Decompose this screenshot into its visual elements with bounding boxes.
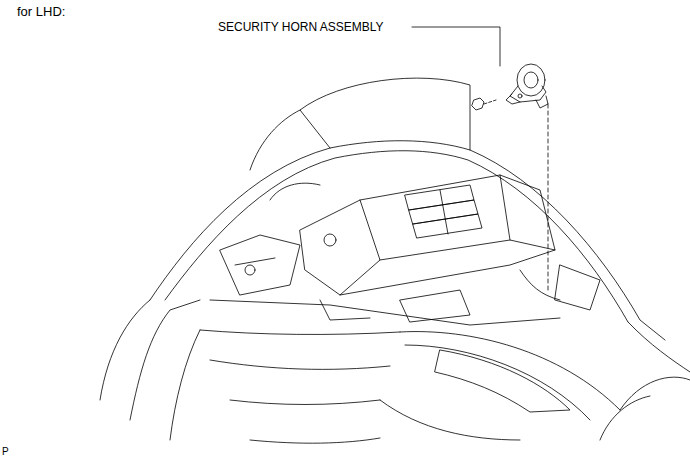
note-label: for LHD:	[17, 5, 65, 19]
leader-line	[412, 27, 500, 66]
install-line	[548, 104, 549, 292]
horn-symbol	[506, 64, 548, 108]
image-code: P	[2, 445, 9, 459]
bolt-symbol	[472, 98, 496, 110]
part-name: SECURITY HORN ASSEMBLY	[218, 20, 384, 34]
